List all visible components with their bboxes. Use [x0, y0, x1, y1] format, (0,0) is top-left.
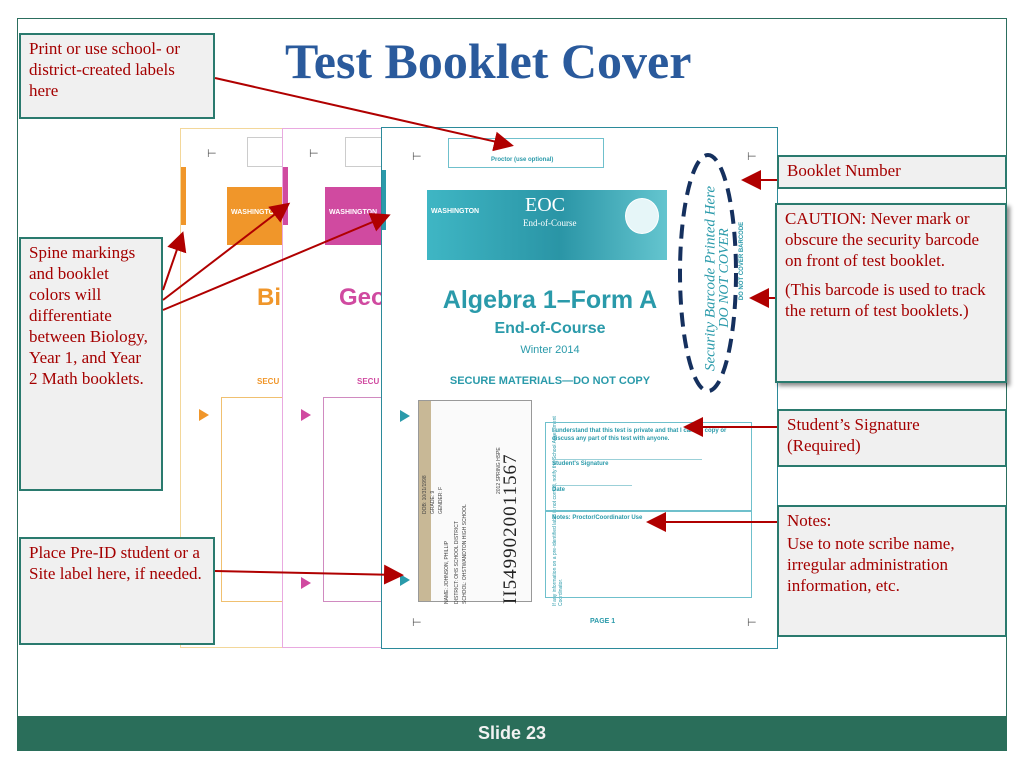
corner-mark: ⊢: [309, 147, 319, 160]
state-seal: [625, 198, 659, 234]
notes-box: Notes: Proctor/Coordinator Use: [545, 510, 752, 598]
proctor-box: Proctor (use optional): [448, 138, 604, 168]
corner-mark: ⊢: [412, 150, 422, 163]
label-marker: [301, 577, 311, 589]
arrow-preid: [214, 564, 404, 585]
eoc-sub: End-of-Course: [523, 218, 577, 228]
notes-label: Notes: Proctor/Coordinator Use: [552, 515, 643, 521]
spine-color: [181, 167, 186, 225]
eoc-label: EOC: [525, 194, 565, 216]
subject-title: Bi: [257, 284, 281, 311]
signature-line: [552, 459, 702, 460]
security-highlight: [678, 153, 738, 393]
state-label: WASHINGTON: [329, 209, 378, 216]
callout-spine-text: Spine markings and booklet colors will d…: [29, 243, 148, 388]
understand-text: I understand that this test is private a…: [552, 428, 727, 442]
callout-signature-text: Student’s Signature (Required): [787, 415, 920, 455]
secure-text: SECURE MATERIALS—DO NOT COPY: [449, 375, 651, 387]
arrow-labels: [214, 77, 514, 152]
callout-booklet-number-text: Booklet Number: [787, 161, 901, 180]
callout-notes-body: Use to note scribe name, irregular admin…: [787, 534, 955, 595]
arrow-spine-geometry: [162, 202, 291, 301]
callout-preid-text: Place Pre-ID student or a Site label her…: [29, 543, 202, 583]
callout-signature: Student’s Signature (Required): [777, 409, 1007, 467]
date-label: Date: [552, 487, 566, 493]
corner-mark: ⊢: [747, 150, 757, 163]
label-area: [323, 397, 421, 602]
corner-mark: ⊢: [747, 616, 757, 629]
state-label: WASHINGTON: [431, 208, 480, 215]
callout-caution-text: CAUTION: Never mark or obscure the secur…: [785, 209, 979, 270]
callout-labels-text: Print or use school- or district-created…: [29, 39, 181, 100]
signature-label: Student's Signature: [552, 461, 609, 467]
label-marker: [301, 409, 311, 421]
booklet-season: Winter 2014: [520, 344, 580, 356]
slide-footer: Slide 23: [17, 716, 1007, 751]
callout-notes-title: Notes:: [787, 511, 832, 530]
corner-mark: ⊢: [207, 147, 217, 160]
subject-title: Geo: [339, 284, 386, 311]
booklet-subject: Algebra 1–Form A: [442, 286, 658, 314]
slide-title: Test Booklet Cover: [285, 33, 692, 89]
callout-caution: CAUTION: Never mark or obscure the secur…: [775, 203, 1007, 383]
callout-notes: Notes: Use to note scribe name, irregula…: [777, 505, 1007, 637]
spine-color: [283, 167, 288, 225]
signature-box: I understand that this test is private a…: [545, 422, 752, 512]
callout-caution-note: (This barcode is used to track the retur…: [785, 280, 986, 320]
callout-labels: Print or use school- or district-created…: [19, 33, 215, 119]
callout-booklet-number: Booklet Number: [777, 155, 1007, 189]
label-marker: [400, 574, 410, 586]
secure-text: SECU: [357, 377, 380, 386]
spine-color: [382, 170, 386, 230]
label-marker: [400, 410, 410, 422]
preid-label: II5499020011567 NAME: JOHNSON, PHILLIP D…: [418, 400, 532, 604]
proctor-label: Proctor (use optional): [491, 157, 554, 163]
label-area: [221, 397, 319, 602]
arrow-spine-biology: [162, 231, 187, 291]
page-number: PAGE 1: [590, 618, 616, 625]
arrow-spine-algebra: [162, 212, 391, 311]
label-marker: [199, 409, 209, 421]
corner-mark: ⊢: [412, 616, 422, 629]
label-color-strip: [419, 401, 431, 601]
booklet-course: End-of-Course: [494, 320, 606, 337]
booklet-header-band: WASHINGTON EOC End-of-Course: [427, 190, 667, 260]
secure-text: SECU: [257, 377, 280, 386]
date-line: [552, 485, 632, 486]
callout-spine: Spine markings and booklet colors will d…: [19, 237, 163, 491]
callout-preid: Place Pre-ID student or a Site label her…: [19, 537, 215, 645]
state-label: WASHINGTON: [231, 209, 280, 216]
